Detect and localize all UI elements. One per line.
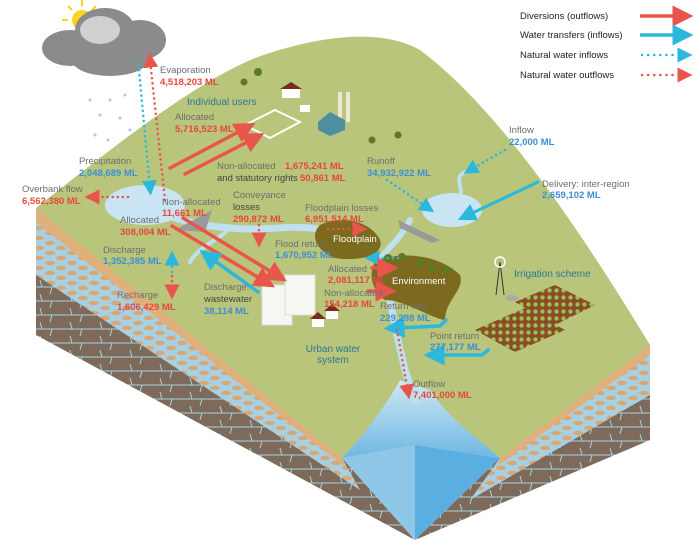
- reservoir: [422, 193, 482, 227]
- cloud-icon: [42, 8, 166, 76]
- point-return-value: 277,177 ML: [430, 342, 481, 353]
- users-allocated-value: 5,716,523 ML: [175, 124, 234, 135]
- urban-nonallocated-label: Non-allocated: [162, 197, 221, 208]
- env-nonallocated-value: 154,218 ML: [324, 299, 375, 310]
- river-outlet: [342, 380, 500, 540]
- legend-natural-inflows: Natural water inflows: [520, 50, 608, 61]
- city-buildings: [261, 274, 340, 327]
- evaporation-value: 4,518,203 ML: [160, 77, 219, 88]
- wastewater-arrow: [199, 249, 260, 294]
- flow-arrows: [84, 52, 540, 400]
- conveyance-label: Conveyance: [233, 190, 286, 201]
- overbank-label: Overbank flow: [22, 184, 83, 195]
- runoff-value: 34,932,922 ML: [367, 168, 431, 179]
- return-flow-label: Return flow: [380, 301, 428, 312]
- precipitation-label: Precipitation: [79, 156, 131, 167]
- individual-users-label: Individual users: [187, 97, 256, 108]
- rain-drops: [88, 93, 132, 162]
- urban-allocated-value: 308,004 ML: [120, 227, 171, 238]
- conveyance-label-2: losses: [233, 202, 260, 213]
- flood-return-label: Flood return: [275, 239, 326, 250]
- legend-diversions: Diversions (outflows): [520, 11, 608, 22]
- env-nonallocated-label: Non-allocated: [324, 288, 383, 299]
- dam-wall: [398, 220, 440, 243]
- urban-nonallocated-value: 11,661 ML: [162, 208, 207, 219]
- point-return-arrow: [423, 344, 490, 366]
- floodplain-losses-label: Floodplain losses: [305, 203, 379, 214]
- wastewater-label: Discharge:: [204, 282, 249, 293]
- statutory-rights-label: and statutory rights: [217, 173, 298, 184]
- delivery-label: Delivery: inter-region: [542, 179, 630, 190]
- precipitation-value: 2,048,689 ML: [79, 168, 138, 179]
- flow-labels: Evaporation 4,518,203 ML Individual user…: [22, 65, 630, 401]
- conveyance-value: 290,872 ML: [233, 214, 284, 225]
- inflow-value: 22,000 ML: [509, 137, 555, 148]
- urban-nonallocated-arrow: [181, 216, 287, 282]
- outflow-value: 7,401,000 ML: [413, 390, 472, 401]
- outflow-arrow: [395, 328, 415, 400]
- irrigation-label: Irrigation scheme: [514, 269, 591, 280]
- precipitation-arrow: [136, 58, 157, 196]
- inflow-arrow: [463, 148, 507, 174]
- urban-label: Urban water: [306, 344, 361, 355]
- runoff-label: Runoff: [367, 156, 395, 167]
- dam-wall-upper: [175, 210, 212, 232]
- users-allocated-label: Allocated: [175, 112, 214, 123]
- users-nonallocated-arrow: [183, 133, 265, 176]
- return-flow-arrow: [383, 317, 448, 339]
- evaporation-label: Evaporation: [160, 65, 211, 76]
- env-allocated-label: Allocated: [328, 264, 367, 275]
- users-nonallocated-label: Non-allocated: [217, 161, 276, 172]
- urban-allocated-label: Allocated: [120, 215, 159, 226]
- legend-natural-outflows: Natural water outflows: [520, 70, 614, 81]
- overbank-value: 6,562,380 ML: [22, 196, 81, 207]
- flood-return-value: 1,670,952 ML: [275, 250, 334, 261]
- runoff-arrow: [385, 178, 435, 213]
- left-soil-face: [36, 208, 415, 540]
- wastewater-value: 38,114 ML: [204, 306, 249, 317]
- users-allocated-arrow: [168, 123, 256, 170]
- delivery-arrow: [457, 180, 540, 221]
- legend: Diversions (outflows) Water transfers (i…: [520, 5, 694, 83]
- urban-label-2: system: [317, 355, 349, 366]
- environment-label: Environment: [392, 276, 446, 287]
- discharge-label: Discharge: [103, 245, 146, 256]
- env-allocated-value: 2,081,117 ML: [328, 275, 386, 286]
- return-flow-value: 229,298 ML: [380, 313, 431, 324]
- irrigation-fields: [475, 256, 595, 352]
- inflow-label: Inflow: [509, 125, 534, 136]
- floodplain-losses-value: 6,951,514 ML: [305, 214, 364, 225]
- floodplain-label: Floodplain: [333, 234, 377, 245]
- users-nonallocated-value: 1,675,241 ML: [285, 161, 344, 172]
- right-soil-face: [415, 345, 650, 540]
- delivery-value: 2,659,102 ML: [542, 190, 601, 201]
- outflow-label: Outflow: [413, 379, 445, 390]
- wastewater-label-2: wastewater: [203, 294, 252, 305]
- recharge-value: 1,606,429 ML: [117, 302, 176, 313]
- discharge-value: 1,352,385 ML: [103, 256, 162, 267]
- point-return-label: Point return: [430, 331, 479, 342]
- recharge-label: Recharge: [117, 290, 158, 301]
- statutory-rights-value: 50,861 ML: [300, 173, 346, 184]
- legend-transfers: Water transfers (inflows): [520, 30, 623, 41]
- evaporation-arrow: [143, 52, 167, 202]
